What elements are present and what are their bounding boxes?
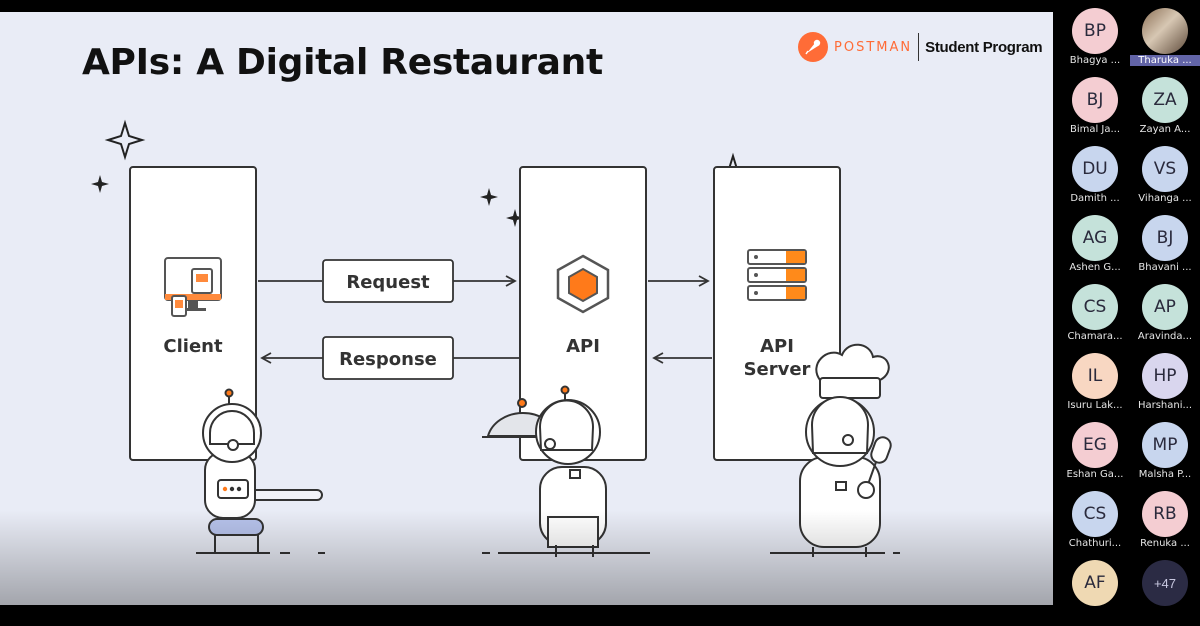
participant-avatar: BP xyxy=(1072,8,1118,54)
participant-avatar: ZA xyxy=(1142,77,1188,123)
participant-name: Malsha P... xyxy=(1138,469,1192,480)
participant-name: Vihanga ... xyxy=(1138,193,1192,204)
participant-name: Damith ... xyxy=(1070,193,1120,204)
participant-avatar: BJ xyxy=(1072,77,1118,123)
participant-avatar: AF xyxy=(1072,560,1118,606)
devices-icon xyxy=(164,257,222,317)
server-stack-icon xyxy=(747,249,807,301)
chef-astronaut-icon xyxy=(770,343,900,557)
presentation-slide: APIs: A Digital Restaurant POSTMAN Stude… xyxy=(0,12,1053,605)
api-restaurant-diagram: Client API API Server Request xyxy=(91,119,900,557)
participant-avatar: CS xyxy=(1072,491,1118,537)
participant-name: Bimal Ja... xyxy=(1069,124,1121,135)
api-server-box xyxy=(713,166,841,461)
api-server-label-line2: Server xyxy=(744,359,811,380)
participant-avatar: CS xyxy=(1072,284,1118,330)
participant-avatar: MP xyxy=(1142,422,1188,468)
request-label: Request xyxy=(346,272,430,293)
participant-photo-avatar xyxy=(1142,8,1188,54)
waiter-astronaut-icon xyxy=(482,385,650,557)
participant-avatar: AP xyxy=(1142,284,1188,330)
participant-avatar: VS xyxy=(1142,146,1188,192)
participant-avatar: AG xyxy=(1072,215,1118,261)
participant-name: Ashen G... xyxy=(1069,262,1121,273)
client-box xyxy=(129,166,257,461)
participant-avatar: DU xyxy=(1072,146,1118,192)
participant-name: Harshani... xyxy=(1137,400,1193,411)
participant-avatar: HP xyxy=(1142,353,1188,399)
participant-name: Isuru Lak... xyxy=(1067,400,1123,411)
participant-name: Chathuri... xyxy=(1068,538,1122,549)
api-label: API xyxy=(566,336,600,357)
participant-name: Bhagya ... xyxy=(1069,55,1121,66)
participant-name: Eshan Ga... xyxy=(1066,469,1124,480)
more-participants-count: +47 xyxy=(1142,560,1188,606)
response-label: Response xyxy=(339,349,437,370)
participant-name: Bhavani ... xyxy=(1138,262,1192,273)
participant-name: Chamara... xyxy=(1067,331,1123,342)
participant-name: Renuka ... xyxy=(1140,538,1190,549)
client-astronaut-icon xyxy=(196,388,325,554)
api-hexagon-icon xyxy=(556,254,610,314)
client-label: Client xyxy=(163,336,223,357)
participant-tile[interactable]: Tharuka ... xyxy=(1130,8,1200,74)
slide-title: APIs: A Digital Restaurant xyxy=(82,42,603,83)
api-server-label-line1: API xyxy=(760,336,794,357)
participant-avatar: EG xyxy=(1072,422,1118,468)
participant-name: Aravinda... xyxy=(1137,331,1193,342)
participant-avatar: RB xyxy=(1142,491,1188,537)
brand-name: POSTMAN xyxy=(834,39,913,55)
more-participants-button[interactable]: +47 xyxy=(1130,560,1200,626)
postman-brand: POSTMAN Student Program xyxy=(798,32,1043,62)
participant-avatar: BJ xyxy=(1142,215,1188,261)
brand-program: Student Program xyxy=(925,38,1043,56)
postman-logo-icon xyxy=(798,32,828,62)
participant-avatar: IL xyxy=(1072,353,1118,399)
participant-name: Tharuka ... xyxy=(1130,55,1200,66)
brand-divider xyxy=(918,33,920,61)
participant-name: Zayan A... xyxy=(1139,124,1191,135)
participant-tile[interactable]: AF xyxy=(1060,560,1130,626)
